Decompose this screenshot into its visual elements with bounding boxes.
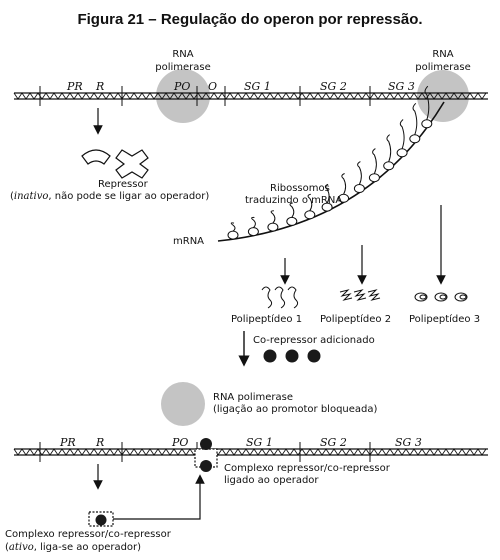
repressor-state: inativo: [14, 191, 49, 202]
free-complex-label-1: Complexo repressor/co-repressor: [5, 529, 172, 540]
polymerase-left-label-2: polimerase: [155, 62, 211, 73]
free-complex-state: ativo: [9, 542, 34, 553]
repressor-shape-1: [81, 149, 111, 165]
gene-label-sg3: SG 3: [388, 80, 415, 93]
mrna-strand: [217, 101, 445, 242]
repressor-shape-2: [115, 149, 149, 179]
nascent-chain: [289, 202, 295, 218]
ribosomes-label-2: traduzindo o mRNA: [245, 195, 342, 206]
ribosome: [421, 119, 433, 129]
polypeptide-1-glyph: [261, 286, 299, 309]
gene-label-sg2: SG 2: [320, 80, 347, 93]
corepressor-dot-3: [307, 349, 321, 363]
nascent-chain: [324, 183, 330, 204]
nascent-chain: [251, 216, 256, 228]
rna-polymerase-left-blob: [156, 69, 210, 123]
nascent-chain: [307, 193, 313, 212]
free-complex-desc-rest: , liga-se ao operador): [34, 542, 141, 553]
nascent-chain: [399, 119, 405, 149]
bound-complex-label-2: ligado ao operador: [224, 475, 319, 486]
nascent-chain: [357, 161, 362, 185]
ribosome: [409, 134, 421, 144]
bound-complex-label-1: Complexo repressor/co-repressor: [224, 463, 391, 474]
polymerase-blocked-label-2: (ligação ao promotor bloqueada): [213, 404, 378, 415]
gene-label-sg1-bottom: SG 1: [246, 436, 273, 449]
nascent-chain: [412, 102, 418, 135]
polymerase-right-label-2: polimerase: [415, 62, 471, 73]
nascent-chain: [372, 148, 377, 174]
ribosome: [304, 210, 316, 220]
rna-polymerase-right-blob: [417, 70, 469, 122]
free-complex-description: (ativo, liga-se ao operador): [5, 542, 141, 553]
repressor-label: Repressor: [98, 179, 149, 190]
rna-polymerase-blocked-blob: [161, 382, 205, 426]
gene-label-r-bottom: R: [95, 436, 104, 449]
polypeptide-2-label: Polipeptídeo 2: [320, 313, 391, 325]
figure-title: Figura 21 – Regulação do operon por repr…: [77, 11, 423, 28]
dna-strand-top: [13, 92, 488, 100]
nascent-chain: [341, 173, 347, 195]
repressor-description: (inativo, não pode se ligar ao operador): [10, 191, 209, 202]
corepressor-dot-1: [263, 349, 277, 363]
gene-boundaries-bottom: [39, 442, 371, 462]
corepressor-dot-2: [285, 349, 299, 363]
nascent-chain: [270, 210, 276, 224]
corepressor-label: Co-repressor adicionado: [253, 335, 375, 346]
gene-label-sg2-bottom: SG 2: [320, 436, 347, 449]
gene-label-pr: PR: [66, 80, 83, 93]
ribosome: [383, 161, 395, 171]
polymerase-blocked-label-1: RNA polimerase: [213, 392, 293, 403]
ribosome: [353, 184, 365, 193]
polypeptide-3-glyph: [414, 292, 468, 302]
dna-strand-bottom: [13, 448, 488, 456]
ribosomes-group: [227, 85, 433, 240]
ribosomes-label-1: Ribossomos: [270, 183, 330, 194]
gene-label-sg3-bottom: SG 3: [395, 436, 422, 449]
polypeptide-1-label: Polipeptídeo 1: [231, 313, 302, 325]
ribosome: [247, 227, 259, 237]
gene-boundaries-top: [39, 86, 371, 106]
nascent-chain: [230, 222, 236, 232]
ribosome: [286, 216, 298, 226]
ribosome: [396, 148, 408, 158]
repressor-desc-rest: , não pode se ligar ao operador): [48, 191, 209, 202]
polypeptide-3-label: Polipeptídeo 3: [409, 313, 480, 325]
ribosome: [368, 173, 380, 183]
gene-label-po-bottom: PO: [171, 436, 188, 449]
ribosome: [227, 230, 239, 240]
mrna-label: mRNA: [173, 236, 204, 247]
bound-repressor-complex: [194, 438, 218, 472]
gene-label-r: R: [95, 80, 104, 93]
nascent-chain: [424, 85, 430, 120]
polymerase-right-label-1: RNA: [432, 49, 453, 60]
gene-label-o: O: [208, 80, 217, 93]
free-repressor-complex: [88, 511, 114, 527]
complex-binding-arrow: [113, 474, 205, 520]
gene-label-pr-bottom: PR: [59, 436, 76, 449]
polypeptide-2-glyph: [339, 289, 381, 301]
ribosome: [267, 222, 279, 232]
nascent-chain: [386, 134, 392, 162]
gene-label-sg1: SG 1: [244, 80, 271, 93]
polymerase-left-label-1: RNA: [172, 49, 193, 60]
gene-label-po: PO: [173, 80, 190, 93]
